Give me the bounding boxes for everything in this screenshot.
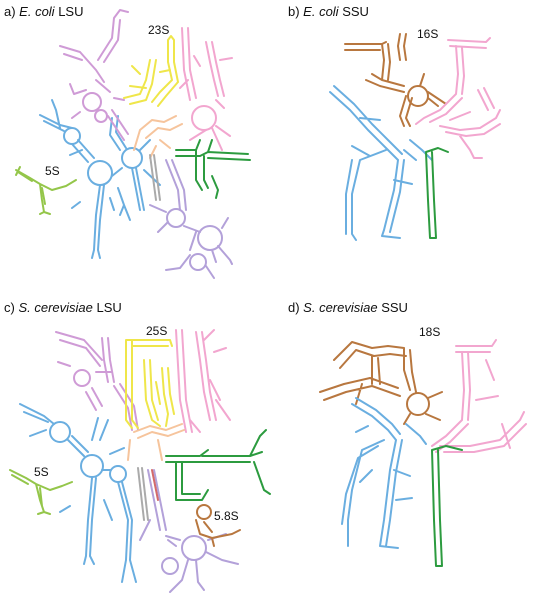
yeast-lsu-pink-domain [175, 329, 231, 433]
yeast-ssu-blue-domain [341, 397, 427, 549]
yeast-ssu-pink-domain [431, 339, 527, 453]
yeast-lsu-grey-connector [137, 467, 149, 521]
label-25s: 25S [146, 324, 168, 338]
panel-a-species: E. coli [19, 4, 55, 19]
yeast-ssu-green-domain [431, 445, 463, 567]
panel-c-suffix: LSU [92, 300, 122, 315]
panel-b-suffix: SSU [338, 4, 369, 19]
yeast-5s-rrna [9, 469, 73, 515]
panel-d-suffix: SSU [377, 300, 408, 315]
panel-a-diagram [15, 9, 251, 279]
panel-b-diagram [329, 33, 501, 241]
ecoli-lsu-pink-domain [179, 27, 233, 151]
yeast-lsu-yellow-domain [125, 339, 175, 429]
ecoli-ssu-green-domain [425, 147, 449, 239]
ecoli-lsu-peach-domain [133, 115, 183, 159]
label-18s: 18S [419, 325, 441, 339]
ecoli-lsu-violet-domain [59, 9, 129, 141]
panel-c-title: c) S. cerevisiae LSU [4, 300, 122, 315]
panel-c-prefix: c) [4, 300, 19, 315]
label-23s: 23S [148, 23, 170, 37]
ecoli-lsu-grey-connector [149, 154, 161, 201]
panel-b-title: b) E. coli SSU [288, 4, 369, 19]
label-5s-yeast: 5S [34, 465, 49, 479]
yeast-lsu-peach-domain [127, 423, 185, 461]
ecoli-ssu-brown-domain [344, 33, 447, 127]
panel-b-prefix: b) [288, 4, 304, 19]
yeast-ssu-brown-domain [319, 341, 443, 425]
label-5-8s: 5.8S [214, 509, 239, 523]
panel-d-prefix: d) [288, 300, 304, 315]
panel-a-title: a) E. coli LSU [4, 4, 83, 19]
ecoli-5s-rrna [15, 166, 77, 215]
ecoli-lsu-blue-domain [39, 99, 161, 259]
panel-d-species: S. cerevisiae [303, 300, 378, 315]
ecoli-ssu-pink-domain [415, 37, 501, 159]
panel-c-diagram [9, 329, 271, 593]
label-5s-ecoli: 5S [45, 164, 60, 178]
panel-a-suffix: LSU [54, 4, 84, 19]
panel-b-species: E. coli [303, 4, 339, 19]
yeast-lsu-green-domain [165, 429, 271, 501]
ecoli-lsu-purple-domain [149, 159, 233, 279]
yeast-5-8s-rrna [195, 504, 241, 547]
ecoli-lsu-green-domain [175, 139, 251, 199]
label-16s: 16S [417, 27, 439, 41]
panel-a-prefix: a) [4, 4, 20, 19]
yeast-lsu-blue-domain [19, 403, 137, 583]
yeast-lsu-red-connector [151, 469, 159, 501]
ecoli-ssu-blue-domain [329, 85, 433, 241]
panel-c-species: S. cerevisiae [18, 300, 93, 315]
ecoli-lsu-yellow-domain [123, 35, 179, 107]
yeast-lsu-violet-domain [55, 331, 139, 431]
panel-d-diagram [319, 339, 527, 567]
panel-d-title: d) S. cerevisiae SSU [288, 300, 408, 315]
